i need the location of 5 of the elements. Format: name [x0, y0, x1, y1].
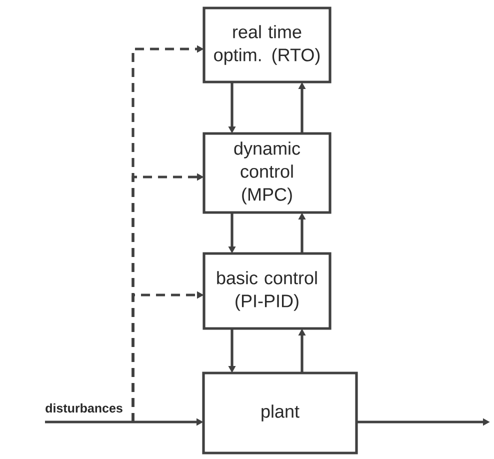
process-box: dynamic control (MPC) — [202, 132, 332, 214]
process-box: real time optim. (RTO) — [202, 6, 332, 84]
process-box: plant — [202, 372, 358, 454]
process-box: basic control (PI-PID) — [202, 252, 332, 330]
input-label: disturbances — [46, 403, 122, 413]
